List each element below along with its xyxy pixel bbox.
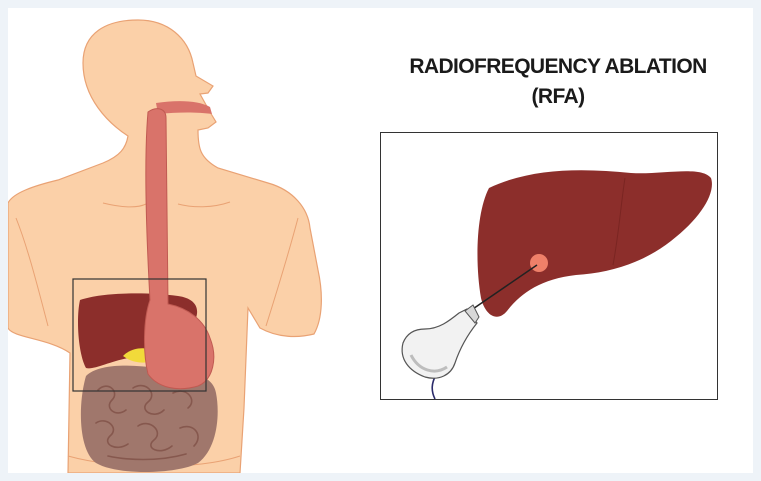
human-torso-illustration bbox=[8, 8, 368, 473]
diagram-title: RADIOFREQUENCY ABLATION (RFA) bbox=[368, 52, 748, 112]
tumor-target bbox=[530, 254, 548, 272]
title-line-1: RADIOFREQUENCY ABLATION bbox=[368, 52, 748, 82]
diagram-canvas: RADIOFREQUENCY ABLATION (RFA) bbox=[8, 8, 753, 473]
ablation-detail-illustration bbox=[381, 133, 717, 399]
title-line-2: (RFA) bbox=[368, 82, 748, 112]
rfa-probe-handle bbox=[402, 309, 477, 378]
enlarged-liver bbox=[477, 170, 711, 317]
ablation-detail-panel bbox=[380, 132, 718, 400]
